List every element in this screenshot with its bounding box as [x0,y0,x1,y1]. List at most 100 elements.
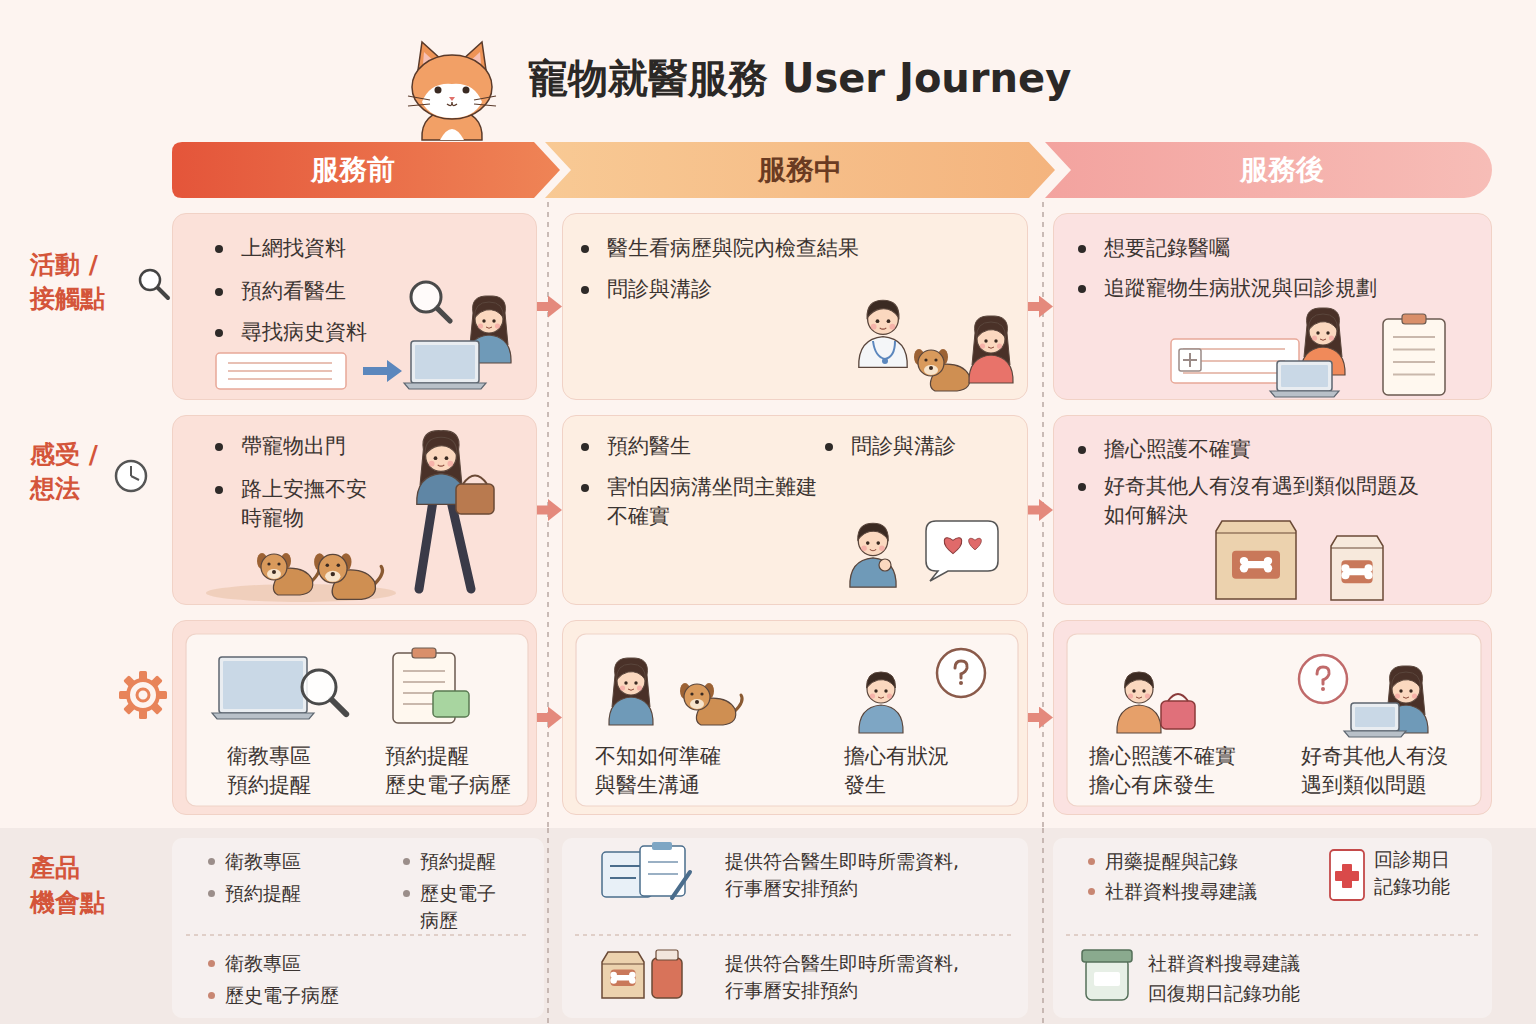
graphic-part [690,692,693,695]
graphic-part [411,341,479,383]
row-label: 感受 / 想法 [30,438,125,506]
bullet-dot [1078,483,1086,491]
graphic-part [859,300,907,367]
graphic-part [858,523,888,540]
cell-text: 帶寵物出門 [241,432,441,461]
graphic-part [1264,557,1272,565]
graphic-part [128,680,158,710]
journey-cell: 想要記錄醫囑追蹤寵物生病狀況與回診規劃 [1053,213,1492,400]
graphic-part [456,484,494,514]
graphic-part [440,129,464,140]
graphic-part [1067,634,1481,806]
graphic-part [449,97,455,101]
graphic-part [870,693,875,698]
graphic-part [1082,950,1132,962]
graphic-part [620,685,625,690]
graphic-part [944,538,961,554]
graphic-part [1128,693,1133,698]
graphic-part [140,270,160,290]
graphic-part [1321,687,1325,691]
graphic-part [850,521,998,587]
cell-text: 好奇其他人有沒有遇到類似問題及 如何解決 [1104,472,1474,531]
graphic-part [206,431,494,602]
cell-text: 問診與溝診 [851,432,1001,461]
graphic-part [624,681,627,684]
graphic-part [223,661,303,709]
clock-icon [116,461,146,491]
graphic-part [267,569,281,579]
cell-text: 產品 機會點 [30,850,130,920]
graphic-part [1393,361,1435,363]
graphic-part [474,104,496,106]
bullet-dot [581,484,589,492]
graphic-part [130,466,132,476]
graphic-part [219,657,307,713]
graphic-part [474,302,503,318]
graphic-part [419,501,433,589]
graphic-part [1341,564,1372,579]
graphic-part [1330,850,1364,900]
journey-cell: 上網找資料預約看醫生尋找病史資料 [172,213,537,400]
graphic-part [545,142,1055,198]
illustration [173,214,538,401]
phase-header: 服務前 [172,142,560,198]
cell-text: 預約提醒 [420,848,530,875]
graphic-part [1183,372,1285,374]
graphic-part [969,538,982,549]
graphic-part [228,370,332,372]
graphic-part [1331,547,1383,548]
cell-text: 衛教專區 [225,848,375,875]
graphic-part [575,934,1015,936]
graphic-part [1393,336,1435,338]
graphic-part [326,564,330,568]
graphic-part [1277,361,1332,391]
illustration [173,416,538,606]
graphic-part [1344,731,1406,737]
graphic-part [331,572,335,576]
graphic-part [412,55,492,119]
cell-text: 擔心有狀況 發生 [844,742,974,801]
bullet-dot [1088,858,1095,865]
bullet-dot [1078,285,1086,293]
graphic-part [880,328,887,329]
graphic-part [157,287,168,298]
graphic-part [672,872,690,898]
bullet-dot [215,329,223,337]
graphic-part [1312,335,1317,340]
graphic-part [548,828,1043,1024]
graphic-part [874,689,877,692]
graphic-part [492,319,495,322]
graphic-part [1320,339,1326,340]
graphic-part [1316,331,1319,334]
graphic-part [850,558,896,587]
graphic-part [656,950,678,960]
graphic-part [314,553,382,599]
graphic-part [878,697,884,698]
graphic-part [1042,202,1044,828]
graphic-part [1168,694,1188,701]
graphic-part [1086,958,1128,1000]
graphic-part [1393,374,1435,376]
graphic-part [1216,521,1383,600]
journey-cell: 衛教專區 預約提醒預約提醒 歷史電子病歷 [172,620,537,815]
graphic-part [861,546,866,551]
graphic-part [1393,349,1435,351]
graphic-part [652,842,672,850]
graphic-part [1299,655,1347,703]
graphic-part [914,349,976,391]
bullet-dot [1078,245,1086,253]
magnifier-icon [140,270,168,298]
diagram-title: 寵物就醫服務 User Journey [528,54,1071,102]
graphic-part [1142,689,1145,692]
graphic-part [1412,693,1417,698]
graphic-part [434,456,438,460]
cell-text: 好奇其他人有沒 遇到類似問題 [1301,742,1466,801]
graphic-part [1347,568,1368,575]
graphic-part [1179,349,1201,371]
graphic-part [1264,564,1272,572]
journey-cell: 預約醫生問診與溝診害怕因病溝坐問主難建 不確實 [562,415,1028,605]
cell-text: 上網找資料 [241,234,441,263]
graphic-part [876,319,880,323]
cell-text: 預約醫生 [607,432,757,461]
